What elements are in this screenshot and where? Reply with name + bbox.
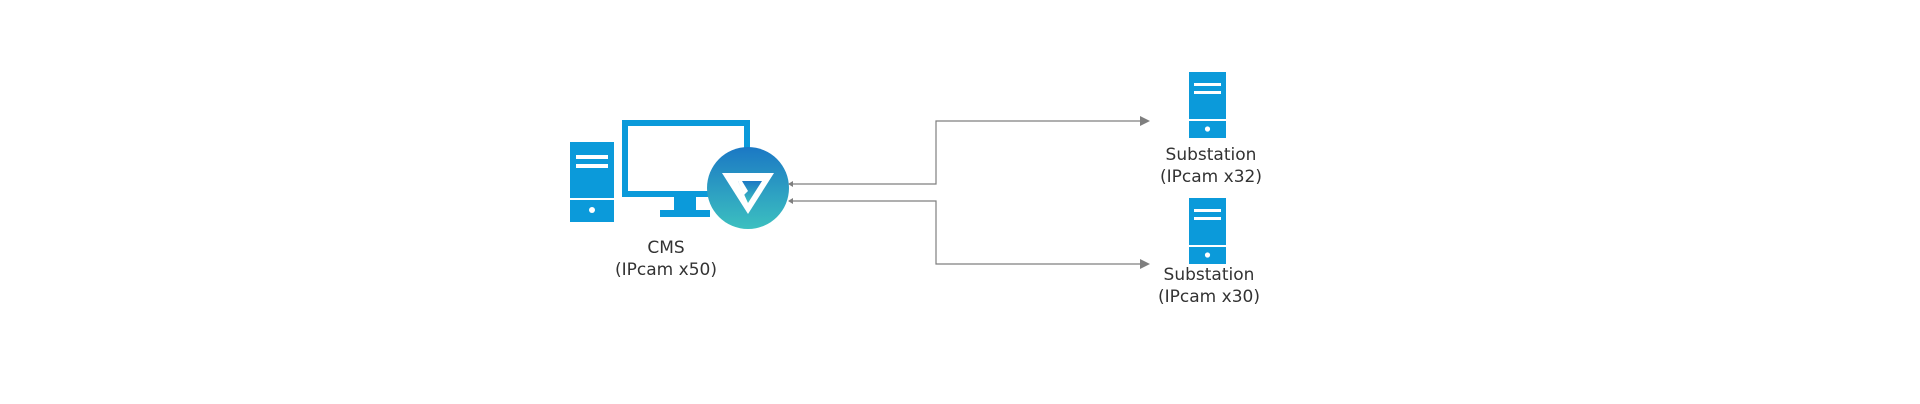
- substation-1-detail: (IPcam x32): [1160, 167, 1262, 187]
- software-logo-icon: [707, 147, 789, 229]
- server-icon: [1189, 72, 1226, 138]
- substation-node-1: [1189, 72, 1226, 138]
- substation-1-name: Substation: [1165, 145, 1257, 165]
- arrowhead-icon: [788, 198, 793, 204]
- substation-2-detail: (IPcam x30): [1158, 287, 1260, 307]
- server-tower-icon: [570, 142, 614, 222]
- cms-label: CMS (IPcam x50): [615, 237, 717, 281]
- arrowhead-icon: [1140, 259, 1150, 269]
- arrowhead-icon: [1140, 116, 1150, 126]
- cms-node: [570, 120, 789, 229]
- connector-to-substation-1: [788, 116, 1150, 187]
- substation-node-2: [1189, 198, 1226, 264]
- cms-detail: (IPcam x50): [615, 260, 717, 280]
- cms-name: CMS: [647, 238, 685, 258]
- substation-1-label: Substation (IPcam x32): [1160, 144, 1262, 188]
- substation-2-name: Substation: [1163, 265, 1255, 285]
- server-icon: [1189, 198, 1226, 264]
- substation-2-label: Substation (IPcam x30): [1158, 264, 1260, 308]
- arrowhead-icon: [788, 181, 793, 187]
- connector-to-substation-2: [788, 198, 1150, 269]
